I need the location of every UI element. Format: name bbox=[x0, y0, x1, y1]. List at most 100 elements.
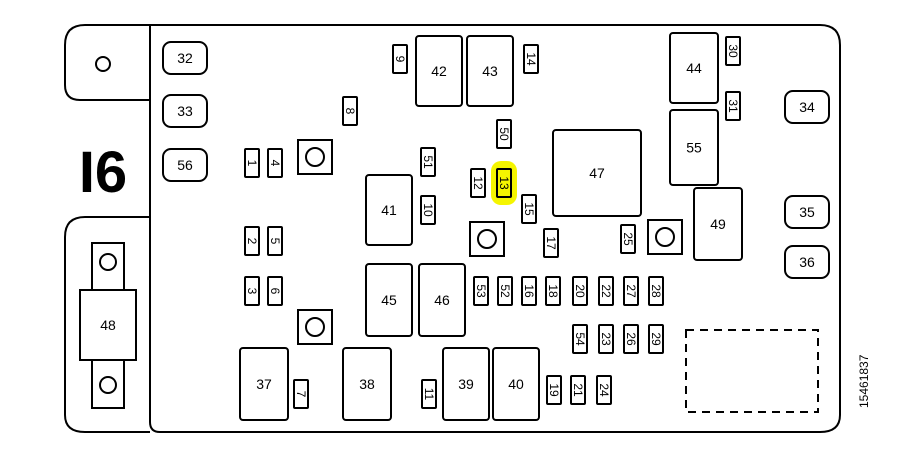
fuse-25 bbox=[620, 224, 636, 254]
fuses-f19-label: 19 bbox=[547, 383, 561, 397]
fuses-f15-label: 15 bbox=[522, 202, 536, 216]
fuses-f3-label: 3 bbox=[245, 288, 259, 295]
fuse-18 bbox=[545, 276, 561, 306]
fuse-5 bbox=[267, 226, 283, 256]
fuse-54 bbox=[572, 324, 588, 354]
relays-r42-label: 42 bbox=[431, 63, 447, 79]
fuse-13 bbox=[496, 168, 512, 198]
relays-r40-label: 40 bbox=[508, 376, 524, 392]
relay-48-top-hole-icon bbox=[99, 253, 117, 271]
fuse-30 bbox=[725, 36, 741, 66]
relay-39 bbox=[442, 347, 490, 421]
mount-square-1 bbox=[297, 139, 333, 175]
fuses-f9-label: 9 bbox=[393, 56, 407, 63]
fuses-f54-label: 54 bbox=[573, 332, 587, 346]
fuses-f29-label: 29 bbox=[649, 332, 663, 346]
fuse-51 bbox=[420, 147, 436, 177]
fuse-block-32 bbox=[162, 41, 208, 75]
fuses-f4-label: 4 bbox=[268, 160, 282, 167]
fuse-8 bbox=[342, 96, 358, 126]
relay-48 bbox=[79, 289, 137, 361]
fuse-26 bbox=[623, 324, 639, 354]
fuse-52 bbox=[497, 276, 513, 306]
fuse-block-56 bbox=[162, 148, 208, 182]
relay-45 bbox=[365, 263, 413, 337]
panel-code: I6 bbox=[79, 140, 127, 205]
fuse-4 bbox=[267, 148, 283, 178]
mount-square-4 bbox=[297, 309, 333, 345]
fuse_blocks-b34-label: 34 bbox=[799, 99, 815, 115]
fuses-f16-label: 16 bbox=[522, 284, 536, 298]
fuse-29 bbox=[648, 324, 664, 354]
fuses-f17-label: 17 bbox=[544, 236, 558, 250]
mount-square-3 bbox=[647, 219, 683, 255]
relays-r49-label: 49 bbox=[710, 216, 726, 232]
fuses-f20-label: 20 bbox=[573, 284, 587, 298]
fuse-22 bbox=[598, 276, 614, 306]
fuse-block-35 bbox=[784, 195, 830, 229]
relays-r47-label: 47 bbox=[589, 165, 605, 181]
fuses-f27-label: 27 bbox=[624, 284, 638, 298]
fuse-block-36 bbox=[784, 245, 830, 279]
housing-outline bbox=[149, 24, 841, 433]
fuses-f31-label: 31 bbox=[726, 99, 740, 113]
fuse-27 bbox=[623, 276, 639, 306]
fuse-15 bbox=[521, 194, 537, 224]
fuse-1 bbox=[244, 148, 260, 178]
fuses-f2-label: 2 bbox=[245, 238, 259, 245]
relay-37 bbox=[239, 347, 289, 421]
fuses-f13-label: 13 bbox=[497, 176, 511, 190]
fuse-28 bbox=[648, 276, 664, 306]
top-left-tab bbox=[64, 24, 150, 101]
fuse-10 bbox=[420, 195, 436, 225]
fuses-f12-label: 12 bbox=[471, 176, 485, 190]
fuse-21 bbox=[570, 375, 586, 405]
fuses-f26-label: 26 bbox=[624, 332, 638, 346]
fuse-14 bbox=[523, 44, 539, 74]
fuses-f21-label: 21 bbox=[571, 383, 585, 397]
fuse-3 bbox=[244, 276, 260, 306]
fuse-11 bbox=[421, 379, 437, 409]
dashed-area bbox=[685, 329, 819, 413]
mount-hole-4-icon bbox=[305, 317, 325, 337]
fuses-f14-label: 14 bbox=[524, 52, 538, 66]
fuse-6 bbox=[267, 276, 283, 306]
fuses-f6-label: 6 bbox=[268, 288, 282, 295]
relays-r55-label: 55 bbox=[686, 140, 702, 156]
fuses-f50-label: 50 bbox=[497, 127, 511, 141]
fuse-17 bbox=[543, 228, 559, 258]
fuses-f1-label: 1 bbox=[245, 160, 259, 167]
fuse-7 bbox=[293, 379, 309, 409]
fuses-f51-label: 51 bbox=[421, 155, 435, 169]
fuses-f8-label: 8 bbox=[343, 108, 357, 115]
fuses-f52-label: 52 bbox=[498, 284, 512, 298]
fuses-f25-label: 25 bbox=[621, 232, 635, 246]
fuse-23 bbox=[598, 324, 614, 354]
fuse-24 bbox=[596, 375, 612, 405]
mount-hole-3-icon bbox=[655, 227, 675, 247]
fuses-f24-label: 24 bbox=[597, 383, 611, 397]
relay-55 bbox=[669, 109, 719, 186]
fuses-f23-label: 23 bbox=[599, 332, 613, 346]
fuse-19 bbox=[546, 375, 562, 405]
mount-hole-1-icon bbox=[305, 147, 325, 167]
fuse-9 bbox=[392, 44, 408, 74]
relays-r38-label: 38 bbox=[359, 376, 375, 392]
fuse-16 bbox=[521, 276, 537, 306]
relay-47 bbox=[552, 129, 642, 217]
fuses-f11-label: 11 bbox=[422, 388, 436, 401]
part-number: 15461837 bbox=[857, 354, 871, 408]
mount-square-2 bbox=[469, 221, 505, 257]
mount-hole-icon bbox=[95, 56, 111, 72]
relay-38 bbox=[342, 347, 392, 421]
relays-r46-label: 46 bbox=[434, 292, 450, 308]
fuse-12 bbox=[470, 168, 486, 198]
fuses-f5-label: 5 bbox=[268, 238, 282, 245]
relay-41 bbox=[365, 174, 413, 246]
relays-r39-label: 39 bbox=[458, 376, 474, 392]
relay-42 bbox=[415, 35, 463, 107]
fuses-f22-label: 22 bbox=[599, 284, 613, 298]
fuse-block-34 bbox=[784, 90, 830, 124]
relay-43 bbox=[466, 35, 514, 107]
mount-hole-2-icon bbox=[477, 229, 497, 249]
